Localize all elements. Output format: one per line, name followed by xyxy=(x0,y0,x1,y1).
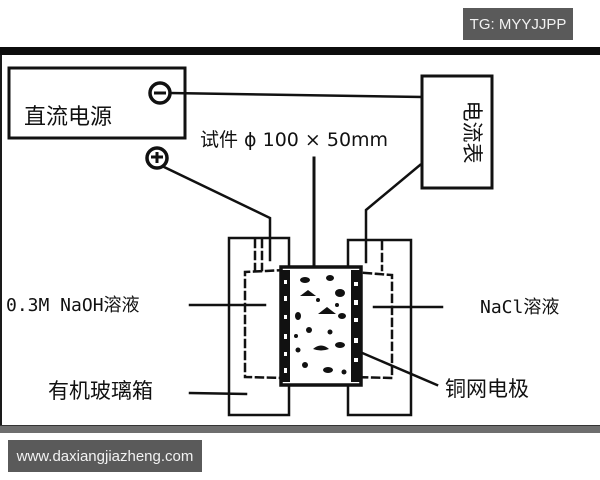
left-electrode-tube xyxy=(253,238,264,272)
copper-mesh-electrode-label: 铜网电极 xyxy=(445,377,529,401)
wire-positive-to-left-electrode xyxy=(160,164,272,262)
ammeter-box xyxy=(420,74,494,190)
watermark-bottom: www.daxiangjiazheng.com xyxy=(8,440,202,472)
copper-mesh-leader-line xyxy=(358,350,439,387)
naoh-solution-label: 0.3M NaOH溶液 xyxy=(6,295,140,316)
acrylic-leader-line xyxy=(188,391,248,396)
wire-ammeter-to-right-electrode xyxy=(364,163,422,264)
left-border xyxy=(0,55,2,425)
bottom-border-band xyxy=(0,425,600,433)
specimen-label: 试件 ϕ 100 × 50mm xyxy=(200,129,388,151)
nacl-solution-label: NaCl溶液 xyxy=(480,297,559,318)
top-border-bar xyxy=(0,47,600,55)
power-supply-label: 直流电源 xyxy=(24,105,112,130)
right-solution-boundary xyxy=(350,270,394,380)
wire-negative-to-ammeter xyxy=(168,91,424,99)
left-solution-boundary xyxy=(243,268,287,380)
acrylic-box-label: 有机玻璃箱 xyxy=(48,379,153,403)
positive-terminal-icon xyxy=(145,146,169,170)
ammeter-label: 电流表 xyxy=(460,101,484,164)
power-supply-box xyxy=(7,66,187,140)
specimen-cylinder xyxy=(279,265,363,387)
watermark-top: TG: MYYJJPP xyxy=(463,8,573,40)
negative-terminal-icon xyxy=(148,81,172,105)
